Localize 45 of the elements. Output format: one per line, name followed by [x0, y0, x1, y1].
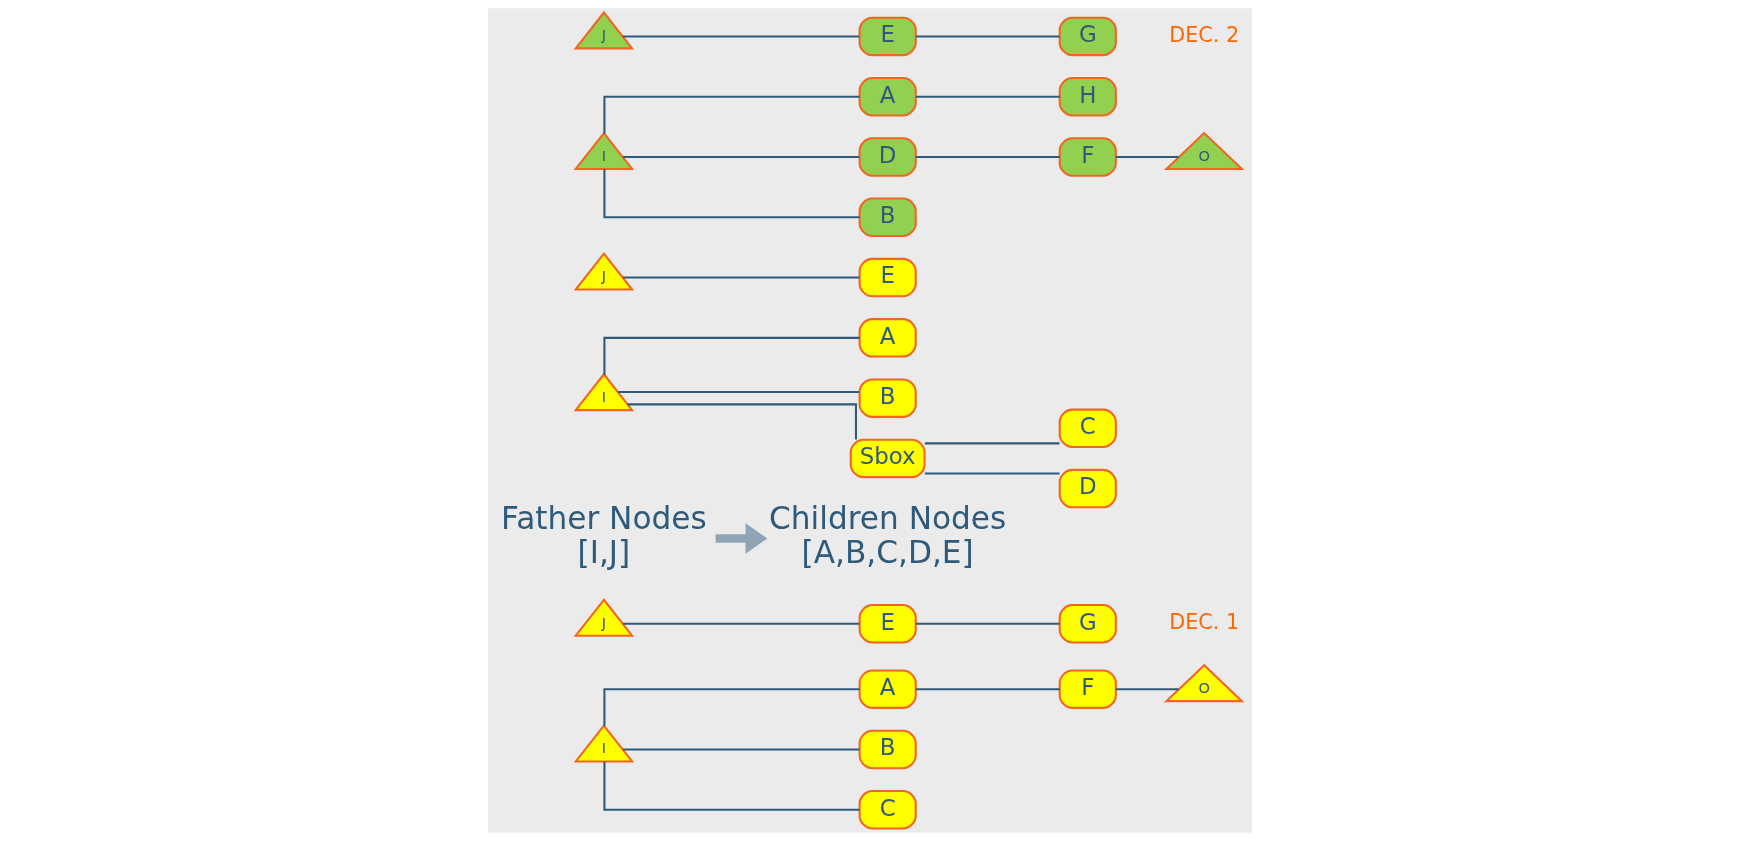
- node-box: G: [1058, 603, 1117, 644]
- connector: [603, 95, 860, 134]
- connector: [622, 622, 860, 625]
- node-box: F: [1058, 669, 1117, 709]
- connector: [622, 35, 860, 38]
- node-box: D: [858, 137, 917, 177]
- connector: [1115, 688, 1179, 691]
- node-box: F: [1058, 137, 1117, 177]
- connector: [1115, 155, 1179, 159]
- label: DEC. 1: [1169, 609, 1240, 634]
- node-box: B: [858, 197, 917, 238]
- connector: [924, 442, 1060, 445]
- arrow: [715, 523, 768, 554]
- connector: [603, 336, 860, 375]
- connector: [622, 276, 860, 279]
- node-text: Father Nodes [I,J]: [501, 500, 707, 571]
- connector: [915, 95, 1060, 98]
- connector: [622, 155, 860, 159]
- node-box: B: [858, 378, 917, 418]
- node-box: H: [1058, 76, 1117, 117]
- node-box: C: [858, 790, 917, 830]
- node-box: Sbox: [849, 438, 926, 479]
- node-box: A: [858, 318, 917, 358]
- node-box: C: [1058, 408, 1117, 449]
- node-box: D: [1058, 468, 1117, 509]
- node-text: Children Nodes [A,B,C,D,E]: [769, 500, 1007, 571]
- node-box: G: [1058, 16, 1117, 57]
- connector: [924, 472, 1060, 475]
- node-box: B: [858, 729, 917, 770]
- node-box: A: [858, 76, 917, 117]
- connector: [915, 155, 1060, 159]
- node-box: E: [858, 603, 917, 644]
- node-box: A: [858, 669, 917, 709]
- connector: [603, 169, 860, 219]
- connector: [603, 761, 860, 811]
- connector: [603, 688, 860, 726]
- connector: [622, 748, 860, 751]
- connector: [915, 35, 1060, 38]
- label: DEC. 2: [1169, 22, 1240, 47]
- connector: [617, 390, 860, 393]
- connector: [915, 688, 1060, 691]
- node-box: E: [858, 16, 917, 57]
- connector: [915, 622, 1060, 625]
- node-box: E: [858, 257, 917, 298]
- connector: [627, 403, 857, 440]
